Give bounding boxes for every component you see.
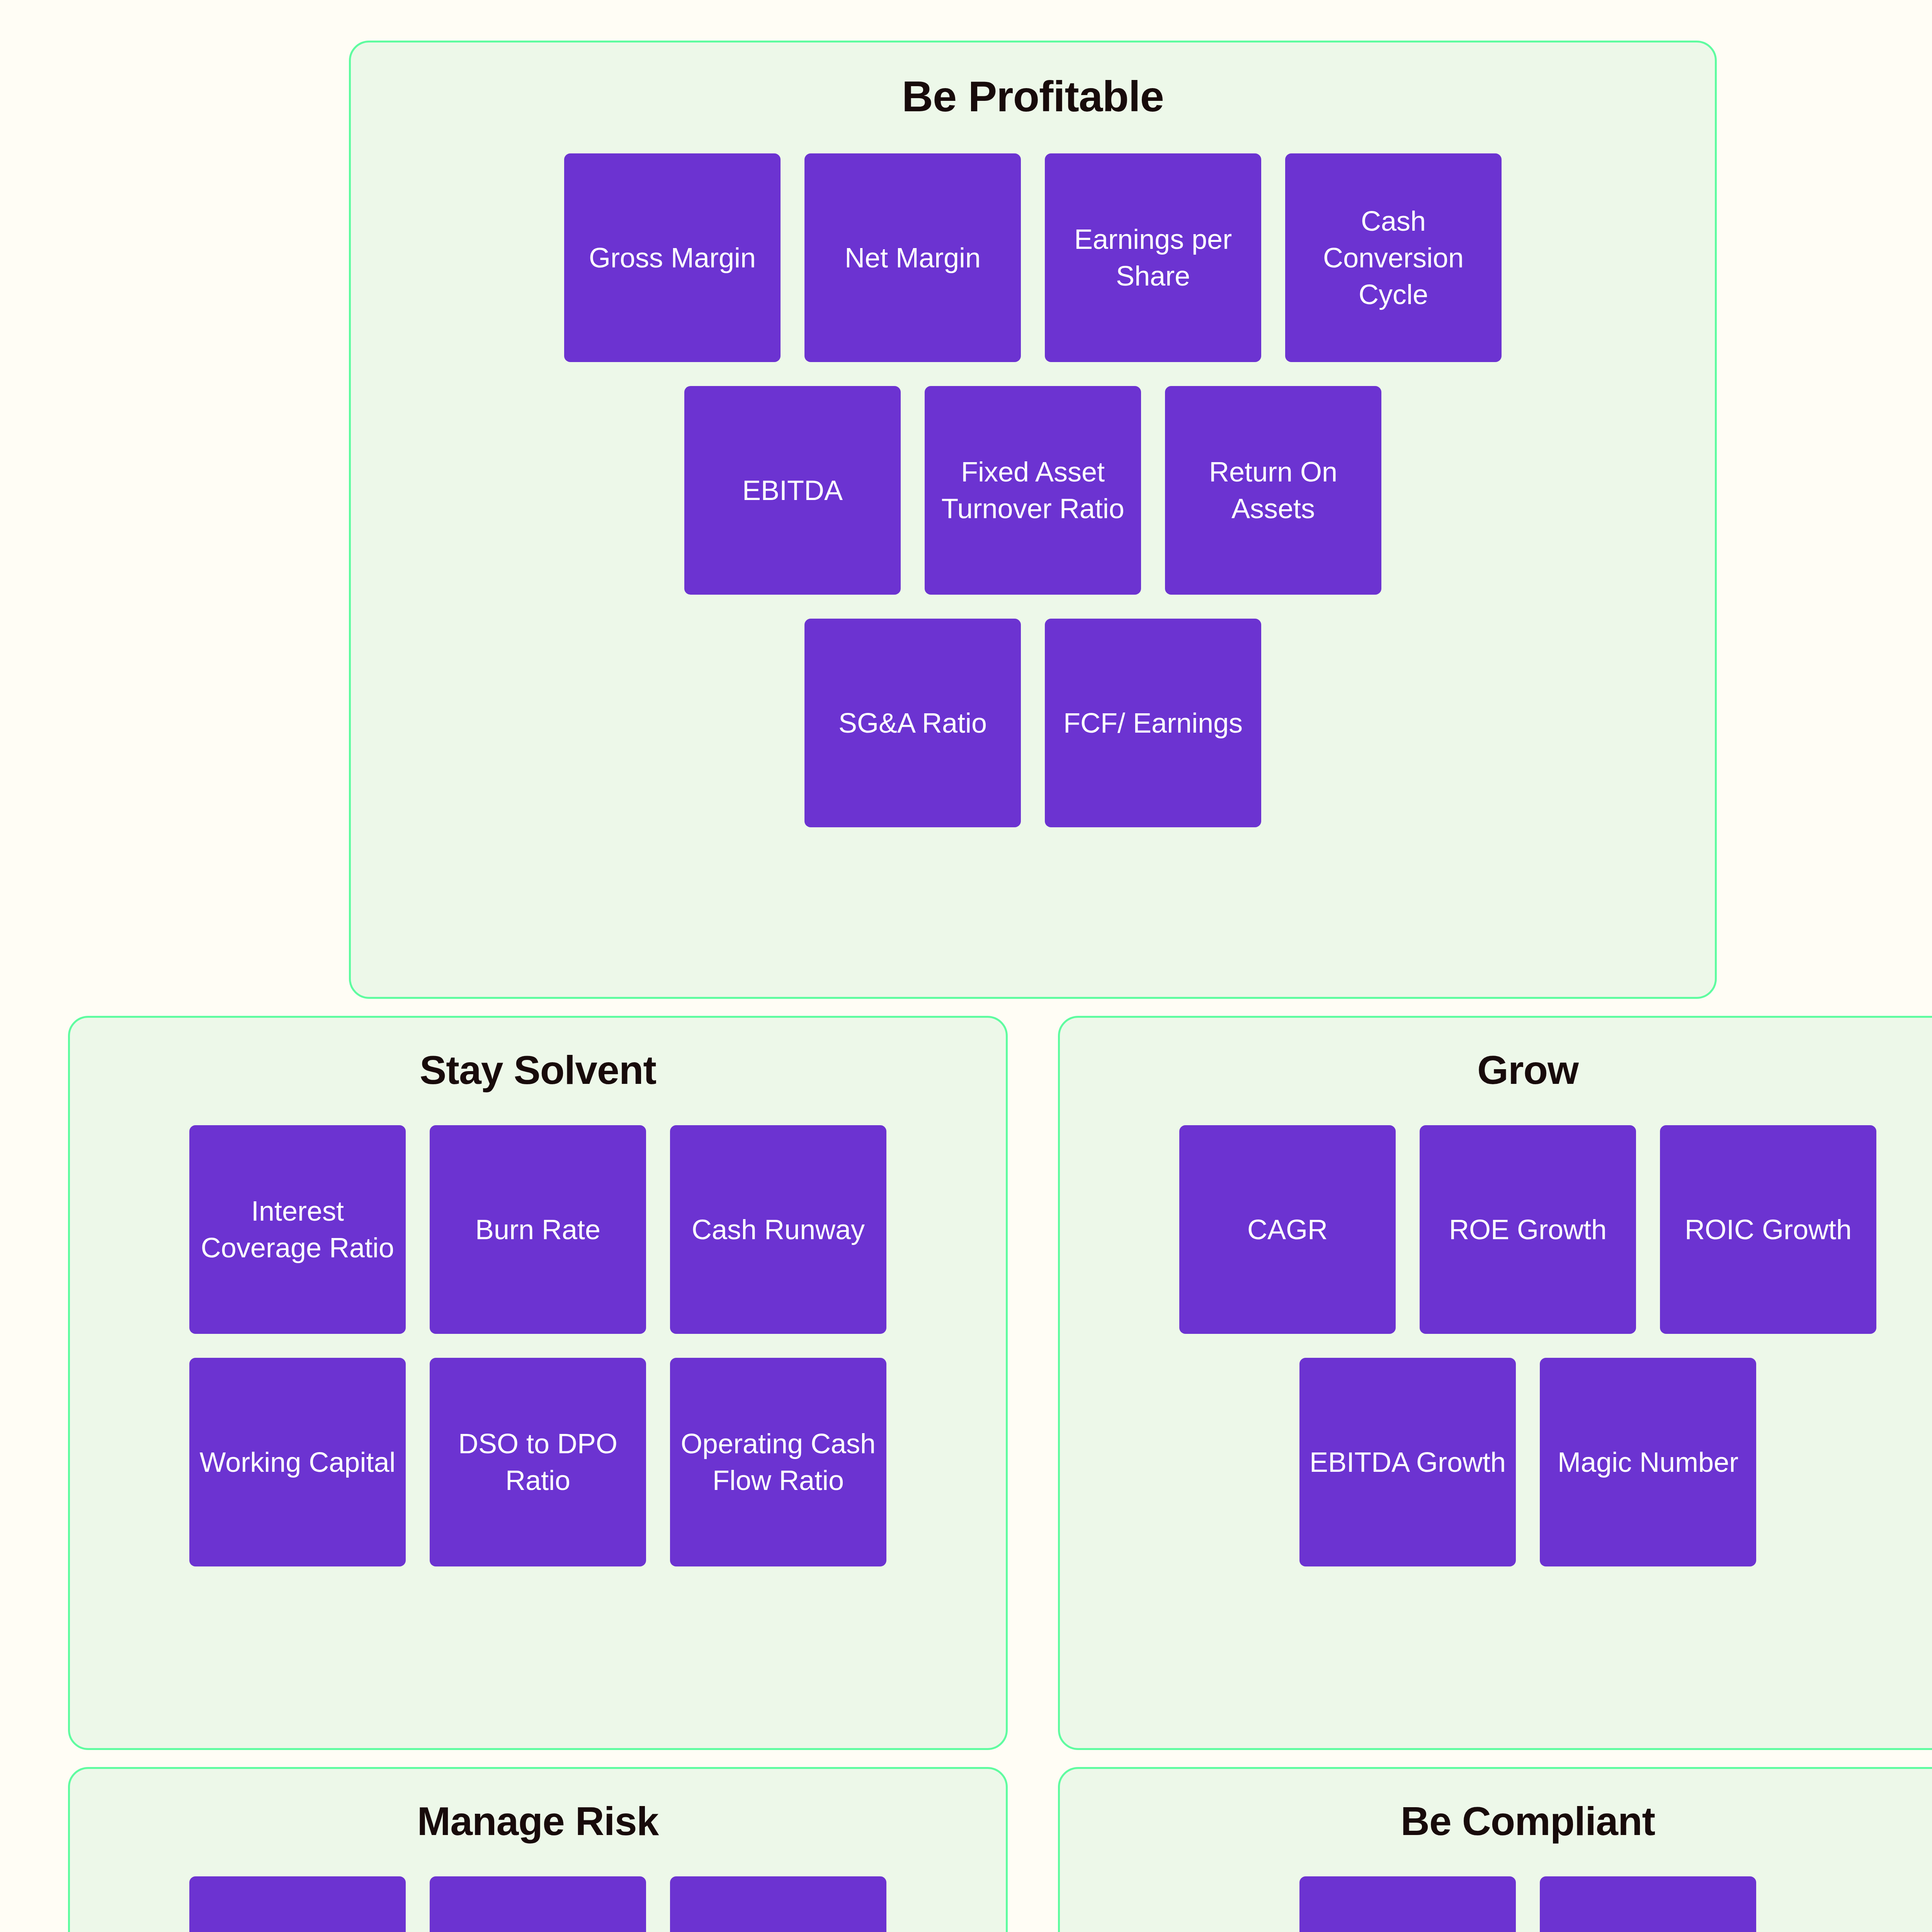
metric-card-ebitda[interactable]: EBITDA	[684, 386, 901, 595]
metric-card-return-on-assets[interactable]: Return On Assets	[1165, 386, 1381, 595]
metric-card-current-ratio[interactable]: Current Ratio	[430, 1876, 646, 1932]
metric-card-magic-number[interactable]: Magic Number	[1540, 1358, 1756, 1566]
metric-card-cagr[interactable]: CAGR	[1179, 1125, 1396, 1334]
metric-card-dso-to-dpo-ratio[interactable]: DSO to DPO Ratio	[430, 1358, 646, 1566]
panel-be-profitable: Be Profitable Gross Margin Net Margin Ea…	[349, 41, 1717, 999]
card-row: # of compliance issues opened # of outst…	[1299, 1876, 1756, 1932]
metric-card-cash-runway[interactable]: Cash Runway	[670, 1125, 886, 1334]
metric-card-gross-margin[interactable]: Gross Margin	[564, 153, 781, 362]
metric-card-operating-cash-flow-ratio[interactable]: Operating Cash Flow Ratio	[670, 1358, 886, 1566]
metric-card-fixed-asset-turnover-ratio[interactable]: Fixed Asset Turnover Ratio	[925, 386, 1141, 595]
card-grid-be-compliant: # of compliance issues opened # of outst…	[1085, 1876, 1932, 1932]
card-grid-be-profitable: Gross Margin Net Margin Earnings per Sha…	[376, 153, 1690, 827]
panel-be-compliant: Be Compliant # of compliance issues open…	[1058, 1767, 1932, 1932]
card-grid-stay-solvent: Interest Coverage Ratio Burn Rate Cash R…	[95, 1125, 981, 1566]
card-row: Working Capital DSO to DPO Ratio Operati…	[189, 1358, 886, 1566]
panel-grow: Grow CAGR ROE Growth ROIC Growth EBITDA …	[1058, 1016, 1932, 1750]
metric-card-net-margin[interactable]: Net Margin	[804, 153, 1021, 362]
metric-card-compliance-issues-opened[interactable]: # of compliance issues opened	[1299, 1876, 1516, 1932]
metric-card-earnings-per-share[interactable]: Earnings per Share	[1045, 153, 1261, 362]
metric-card-budget-variance[interactable]: Budget Variance	[189, 1876, 406, 1932]
panel-manage-risk: Manage Risk Budget Variance Current Rati…	[68, 1767, 1008, 1932]
metric-card-interest-coverage-ratio[interactable]: Interest Coverage Ratio	[189, 1125, 406, 1334]
metric-card-burn-rate[interactable]: Burn Rate	[430, 1125, 646, 1334]
card-row: Gross Margin Net Margin Earnings per Sha…	[564, 153, 1502, 362]
panel-title-be-compliant: Be Compliant	[1401, 1799, 1655, 1843]
card-row: SG&A Ratio FCF/ Earnings	[804, 619, 1261, 827]
metric-card-outstanding-issues-post-audit[interactable]: # of outstanding issues post-audit	[1540, 1876, 1756, 1932]
card-grid-grow: CAGR ROE Growth ROIC Growth EBITDA Growt…	[1085, 1125, 1932, 1566]
metric-card-sga-ratio[interactable]: SG&A Ratio	[804, 619, 1021, 827]
board-row-top: Be Profitable Gross Margin Net Margin Ea…	[68, 41, 1932, 999]
panel-title-be-profitable: Be Profitable	[902, 73, 1164, 120]
metric-card-cash-conversion-cycle[interactable]: Cash Conversion Cycle	[1285, 153, 1502, 362]
panel-title-grow: Grow	[1477, 1048, 1578, 1092]
card-row: EBITDA Fixed Asset Turnover Ratio Return…	[684, 386, 1381, 595]
card-grid-manage-risk: Budget Variance Current Ratio Quick Rati…	[95, 1876, 981, 1932]
board-row-middle: Stay Solvent Interest Coverage Ratio Bur…	[68, 1016, 1932, 1750]
board-row-bottom: Manage Risk Budget Variance Current Rati…	[68, 1767, 1932, 1932]
metric-card-ebitda-growth[interactable]: EBITDA Growth	[1299, 1358, 1516, 1566]
kpi-board: Be Profitable Gross Margin Net Margin Ea…	[68, 41, 1932, 1932]
metric-card-quick-ratio[interactable]: Quick Ratio	[670, 1876, 886, 1932]
card-row: Budget Variance Current Ratio Quick Rati…	[189, 1876, 886, 1932]
metric-card-roe-growth[interactable]: ROE Growth	[1420, 1125, 1636, 1334]
metric-card-roic-growth[interactable]: ROIC Growth	[1660, 1125, 1876, 1334]
card-row: CAGR ROE Growth ROIC Growth	[1179, 1125, 1876, 1334]
panel-title-stay-solvent: Stay Solvent	[420, 1048, 656, 1092]
card-row: EBITDA Growth Magic Number	[1299, 1358, 1756, 1566]
metric-card-fcf-earnings[interactable]: FCF/ Earnings	[1045, 619, 1261, 827]
panel-title-manage-risk: Manage Risk	[417, 1799, 659, 1843]
metric-card-working-capital[interactable]: Working Capital	[189, 1358, 406, 1566]
panel-stay-solvent: Stay Solvent Interest Coverage Ratio Bur…	[68, 1016, 1008, 1750]
card-row: Interest Coverage Ratio Burn Rate Cash R…	[189, 1125, 886, 1334]
